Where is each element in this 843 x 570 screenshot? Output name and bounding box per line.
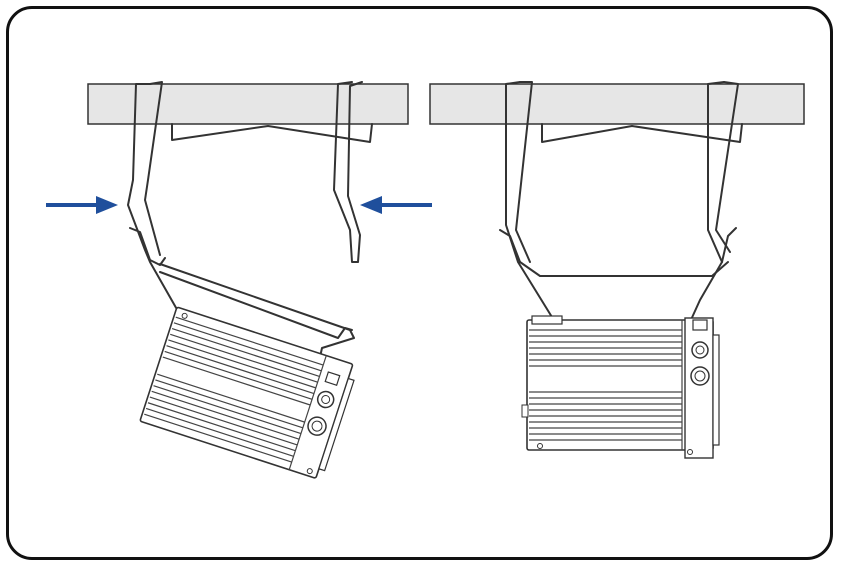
arrow-left-icon — [360, 196, 432, 214]
right-device — [521, 315, 720, 459]
left-device — [139, 306, 355, 479]
right-crossbar-top — [519, 261, 729, 277]
right-ceiling-rail — [429, 83, 805, 125]
left-hook-end — [129, 227, 166, 266]
left-panel — [46, 81, 432, 479]
right-hanger-wire-a — [505, 81, 556, 323]
left-hanger-wire-b — [333, 81, 363, 263]
left-rail-brace — [171, 123, 373, 143]
right-hanger-wire-a2 — [515, 81, 533, 263]
left-device-connector-1 — [316, 390, 335, 409]
left-ceiling-rail — [87, 83, 409, 125]
left-hanger-wire-a — [127, 83, 184, 321]
right-panel — [429, 81, 805, 459]
right-hook-end-a — [499, 229, 521, 263]
right-device-connector-1 — [691, 341, 709, 359]
right-hook-end-b — [721, 227, 737, 263]
left-hanger-wire-a2 — [144, 81, 163, 256]
left-crossbar-2 — [159, 271, 353, 339]
right-hanger-wire-b — [689, 81, 725, 323]
right-device-connector-2 — [690, 366, 710, 386]
arrow-right-icon — [46, 196, 118, 214]
right-rail-brace — [541, 123, 743, 143]
left-device-connector-2 — [307, 416, 327, 436]
right-hanger-wire-b2 — [715, 81, 739, 253]
